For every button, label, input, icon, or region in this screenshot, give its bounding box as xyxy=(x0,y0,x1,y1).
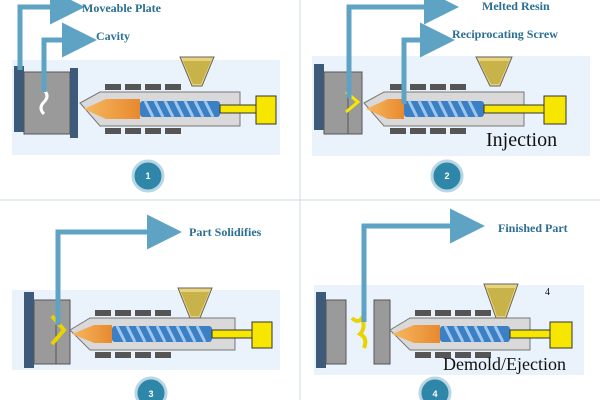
hydraulic-rod xyxy=(483,104,545,114)
moveable-plate xyxy=(33,299,57,365)
step-badge-2 xyxy=(430,159,464,193)
screw-flights xyxy=(407,100,479,118)
step-number: 2 xyxy=(444,171,449,181)
stationary-plate xyxy=(373,299,391,365)
heater-band xyxy=(135,310,151,316)
step-badge-3 xyxy=(134,376,168,400)
step-badge-1 xyxy=(131,159,165,193)
hydraulic-cylinder xyxy=(549,321,573,349)
heater-band xyxy=(450,84,466,90)
melt-zone xyxy=(72,325,112,343)
label-reciprocating-screw: Reciprocating Screw xyxy=(452,27,558,41)
heater-band xyxy=(95,352,111,358)
heater-band xyxy=(145,128,161,134)
caption-injection: Injection xyxy=(486,129,557,151)
heater-band xyxy=(430,84,446,90)
label-cavity: Cavity xyxy=(96,29,130,43)
heater-band xyxy=(430,128,446,134)
heater-band xyxy=(435,310,451,316)
moveable-plate xyxy=(23,71,71,135)
heater-band xyxy=(410,128,426,134)
melt-zone xyxy=(84,99,140,119)
screw-flights xyxy=(443,325,505,343)
melt-zone xyxy=(366,99,404,119)
heater-band xyxy=(125,84,141,90)
callout-arrow-melted-resin xyxy=(346,0,459,98)
heater-band xyxy=(155,352,171,358)
heater-band xyxy=(165,84,181,90)
platen-left xyxy=(14,66,24,132)
heater-band xyxy=(145,84,161,90)
heater-band xyxy=(415,352,431,358)
heater-band xyxy=(105,128,121,134)
callout-arrow-part-solidifies xyxy=(55,214,182,325)
step-number: 4 xyxy=(432,389,437,399)
hopper-granules xyxy=(479,61,509,84)
stationary-platen xyxy=(70,68,78,138)
callout-arrow-cavity xyxy=(41,22,97,92)
hopper-granules xyxy=(181,292,209,316)
heater-band xyxy=(455,310,471,316)
hydraulic-rod xyxy=(211,329,253,339)
heater-band xyxy=(115,352,131,358)
callout-arrow-reciprocating-screw xyxy=(401,22,455,104)
cavity-shape xyxy=(39,88,49,116)
step-badge-4 xyxy=(418,376,452,400)
moveable-plate xyxy=(323,71,349,135)
heater-band xyxy=(95,310,111,316)
heater-band xyxy=(125,128,141,134)
heater-band xyxy=(135,352,151,358)
ejected-part xyxy=(350,313,368,349)
step-number: 3 xyxy=(148,389,153,399)
platen-left xyxy=(316,292,326,368)
heater-band xyxy=(390,84,406,90)
platen-left xyxy=(24,292,34,368)
screw-flights xyxy=(115,325,207,343)
heater-band xyxy=(475,352,491,358)
label-melted-resin: Melted Resin xyxy=(482,0,550,13)
hydraulic-cylinder xyxy=(255,95,277,125)
heater-band xyxy=(155,310,171,316)
heater-band xyxy=(410,84,426,90)
hydraulic-rod xyxy=(509,329,551,339)
screw-flights xyxy=(143,100,215,118)
platen-left xyxy=(314,64,324,130)
heater-band xyxy=(165,128,181,134)
hydraulic-cylinder xyxy=(251,321,273,349)
heater-band xyxy=(415,310,431,316)
label-part-solidifies: Part Solidifies xyxy=(189,225,262,239)
heater-band xyxy=(455,352,471,358)
caption-demold-ejection: Demold/Ejection xyxy=(443,354,566,374)
hydraulic-cylinder xyxy=(543,95,567,125)
melt-zone xyxy=(392,325,440,343)
heater-band xyxy=(390,128,406,134)
label-finished-part: Finished Part xyxy=(498,221,568,235)
heater-band xyxy=(115,310,131,316)
moveable-plate xyxy=(325,299,347,365)
corner-mark: 4 xyxy=(545,287,550,298)
panel-3: Part Solidifies 3 xyxy=(12,214,280,400)
heater-band xyxy=(450,128,466,134)
callout-arrow-finished-part xyxy=(361,208,485,322)
heater-band xyxy=(105,84,121,90)
heater-band xyxy=(475,310,491,316)
panel-4: Finished Part 4 Demold/Ejection 4 xyxy=(314,208,584,400)
hydraulic-rod xyxy=(219,104,257,114)
heater-band xyxy=(435,352,451,358)
panel-1: Moveable Plate Cavity 1 xyxy=(12,0,280,193)
panel-2: Melted Resin Reciprocating Screw Injecti… xyxy=(312,0,590,193)
step-number: 1 xyxy=(145,171,150,181)
hopper-granules xyxy=(487,288,515,316)
hopper-granules xyxy=(183,61,211,84)
label-moveable-plate: Moveable Plate xyxy=(82,1,162,15)
callout-arrow-moveable-plate xyxy=(17,0,85,70)
